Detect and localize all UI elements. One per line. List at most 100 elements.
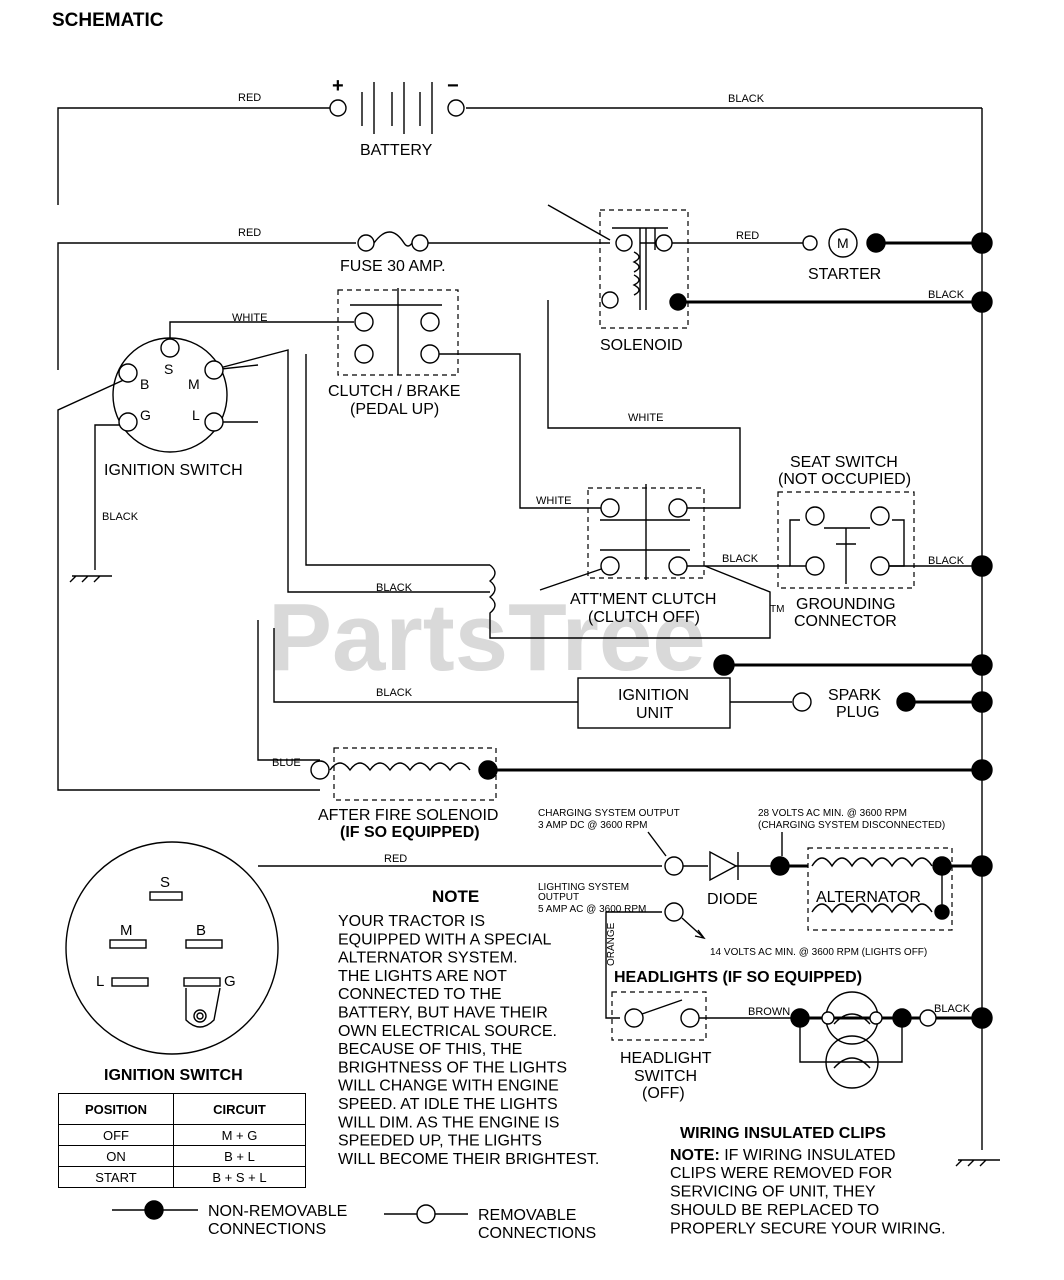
ignition-table-title: IGNITION SWITCH [104,1067,243,1084]
svg-text:L: L [96,973,104,990]
legend-removable: REMOVABLE [478,1207,576,1224]
headlight-switch-label: HEADLIGHT [620,1050,712,1067]
wire-white-clutch: WHITE [536,495,571,507]
svg-text:S: S [164,361,173,377]
clutch-brake-switch: CLUTCH / BRAKE (PEDAL UP) [328,288,460,418]
after-fire-label: AFTER FIRE SOLENOID [318,807,498,824]
wiring-clips-line: SHOULD BE REPLACED TO [670,1202,879,1219]
note-line: YOUR TRACTOR IS [338,913,485,930]
charging-amp: 3 AMP DC @ 3600 RPM [538,820,647,831]
legend-removable-2: CONNECTIONS [478,1225,596,1242]
note-line: BATTERY, BUT HAVE THEIR [338,1005,548,1022]
seat-switch: SEAT SWITCH (NOT OCCUPIED) GROUNDING CON… [777,454,915,630]
wire-red-fuse: RED [238,227,261,239]
fuse: FUSE 30 AMP. [340,231,446,275]
after-fire-sub: (IF SO EQUIPPED) [340,824,480,841]
headlight-switch-off: (OFF) [642,1085,685,1102]
note-line: EQUIPPED WITH A SPECIAL [338,931,551,948]
svg-text:M: M [188,376,200,392]
clutch-brake-label: CLUTCH / BRAKE [328,383,460,400]
note-line: CONNECTED TO THE [338,986,502,1003]
plug-label: PLUG [836,704,880,721]
table-cell: OFF [58,1124,174,1146]
diode-label: DIODE [707,891,758,908]
table-header-circuit: CIRCUIT [173,1093,306,1125]
wire-red-battery: RED [238,92,261,104]
svg-text:M: M [120,922,133,939]
clutch-brake-sub: (PEDAL UP) [350,401,439,418]
note-line: WILL DIM. AS THE ENGINE IS [338,1114,559,1131]
note-line: SPEEDED UP, THE LIGHTS [338,1133,542,1150]
wiring-clips-body: CLIPS WERE REMOVED FOR SERVICING OF UNIT,… [670,1165,946,1238]
table-row: OFF M + G [58,1124,306,1146]
ignition-table: POSITION CIRCUIT OFF M + G ON B + L STAR… [58,1093,306,1188]
legend-non-removable-2: CONNECTIONS [208,1221,326,1238]
seat-switch-sub: (NOT OCCUPIED) [778,471,911,488]
ignition-switch: S B M G L IGNITION SWITCH [104,337,243,479]
attment-label: ATT'MENT CLUTCH [570,591,716,608]
battery: + − BATTERY [329,75,465,159]
ignition-switch-label: IGNITION SWITCH [104,462,243,479]
note-line: WILL CHANGE WITH ENGINE [338,1078,559,1095]
headlight-switch-sub: SWITCH [634,1068,697,1085]
spark-label: SPARK [828,687,881,704]
legend-non-removable: NON-REMOVABLE [208,1203,347,1220]
lighting-output-2: OUTPUT [538,892,579,903]
wire-black-solenoid: BLACK [928,289,965,301]
wire-black-headlight: BLACK [934,1003,971,1015]
note-line: SPEED. AT IDLE THE LIGHTS [338,1096,558,1113]
wiring-clips-line: CLIPS WERE REMOVED FOR [670,1165,892,1182]
wire-black-seat-right: BLACK [928,555,965,567]
battery-minus: − [447,75,459,97]
wire-blue: BLUE [272,757,301,769]
fuse-label: FUSE 30 AMP. [340,258,446,275]
solenoid-label: SOLENOID [600,337,683,354]
table-row: START B + S + L [58,1166,306,1188]
svg-text:B: B [196,922,206,939]
wire-red-starter: RED [736,230,759,242]
note-line: ALTERNATOR SYSTEM. [338,950,518,967]
note-line: THE LIGHTS ARE NOT [338,968,507,985]
wire-black-attment: BLACK [376,582,413,594]
headlight-lamps [790,991,937,1089]
note-heading: NOTE [432,887,479,906]
volts-sub: (CHARGING SYSTEM DISCONNECTED) [758,820,945,831]
battery-label: BATTERY [360,142,433,159]
ignition-unit: IGNITION UNIT [577,677,731,729]
table-cell: M + G [173,1124,306,1146]
ignition-unit-sub: UNIT [636,705,674,722]
headlights-title: HEADLIGHTS (IF SO EQUIPPED) [614,969,862,986]
solenoid: SOLENOID [599,209,689,354]
note-line: BRIGHTNESS OF THE LIGHTS [338,1059,567,1076]
wire-orange: ORANGE [606,922,617,966]
attment-sub: (CLUTCH OFF) [588,609,700,626]
page-title: SCHEMATIC [52,10,164,31]
attachment-clutch-switch: ATT'MENT CLUTCH (CLUTCH OFF) [570,484,716,626]
headlight-switch: HEADLIGHT SWITCH (OFF) [611,991,712,1102]
note-line: BECAUSE OF THIS, THE [338,1041,522,1058]
after-fire-solenoid: AFTER FIRE SOLENOID (IF SO EQUIPPED) [310,747,498,841]
ignition-switch-face: S M B L G [65,841,279,1055]
wire-black-battery: BLACK [728,93,765,105]
trademark: TM [770,604,784,615]
wire-black-ignition-unit: BLACK [376,687,413,699]
charging-output: CHARGING SYSTEM OUTPUT [538,808,680,819]
lighting-output: LIGHTING SYSTEM [538,882,629,893]
svg-text:S: S [160,874,170,891]
starter: M STARTER [802,228,886,283]
note-line: OWN ELECTRICAL SOURCE. [338,1023,557,1040]
wiring-clips-line: SERVICING OF UNIT, THEY [670,1184,876,1201]
wires [57,107,1000,1167]
ignition-unit-label: IGNITION [618,687,689,704]
wire-white-ignition: WHITE [232,312,267,324]
table-cell: B + L [173,1145,306,1167]
svg-text:M: M [837,235,849,251]
table-cell: B + S + L [173,1166,306,1188]
wiring-clips-line1: NOTE: IF WIRING INSULATED [670,1147,896,1164]
spark-plug: SPARK PLUG [792,687,916,721]
alternator: ALTERNATOR [807,847,953,931]
legend: NON-REMOVABLE CONNECTIONS REMOVABLE CONN… [112,1200,596,1242]
wire-red-charging: RED [384,853,407,865]
